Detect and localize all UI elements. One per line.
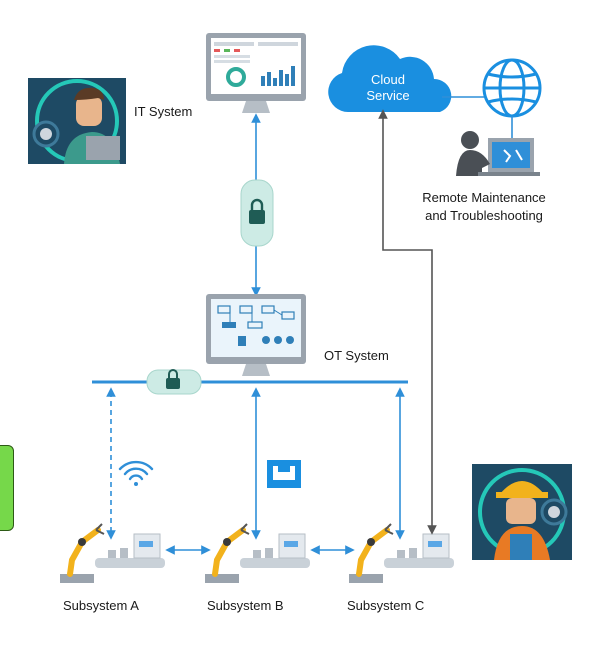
robot-arm-icon bbox=[349, 523, 454, 583]
robot-arm-icon bbox=[60, 523, 165, 583]
remote-maintenance-label: Remote Maintenance and Troubleshooting bbox=[404, 189, 564, 225]
side-tab bbox=[0, 445, 14, 531]
wifi-icon bbox=[118, 460, 154, 486]
ethernet-icon bbox=[267, 460, 301, 488]
ot-monitor-icon bbox=[206, 294, 306, 376]
remote-label-line1: Remote Maintenance bbox=[422, 190, 546, 205]
remote-label-line2: and Troubleshooting bbox=[425, 208, 543, 223]
subsystem-b-label: Subsystem B bbox=[207, 598, 284, 613]
subsystem-c-label: Subsystem C bbox=[347, 598, 425, 613]
cloud-label-line2: Service bbox=[366, 88, 410, 103]
subsystem-a-label: Subsystem A bbox=[63, 598, 139, 613]
cloud-label-line1: Cloud bbox=[371, 72, 405, 87]
cloud-icon bbox=[328, 45, 452, 112]
lock-icon bbox=[240, 179, 274, 247]
operator-avatar-icon bbox=[28, 78, 126, 164]
lock-icon bbox=[146, 369, 202, 395]
cloud-service-label: Cloud Service bbox=[358, 72, 418, 104]
robot-arm-icon bbox=[205, 523, 310, 583]
engineer-icon bbox=[456, 131, 540, 176]
ot-system-label: OT System bbox=[324, 348, 389, 363]
globe-icon bbox=[482, 58, 542, 118]
it-system-label: IT System bbox=[134, 104, 193, 119]
worker-avatar-icon bbox=[472, 464, 572, 560]
it-monitor-icon bbox=[206, 33, 306, 113]
